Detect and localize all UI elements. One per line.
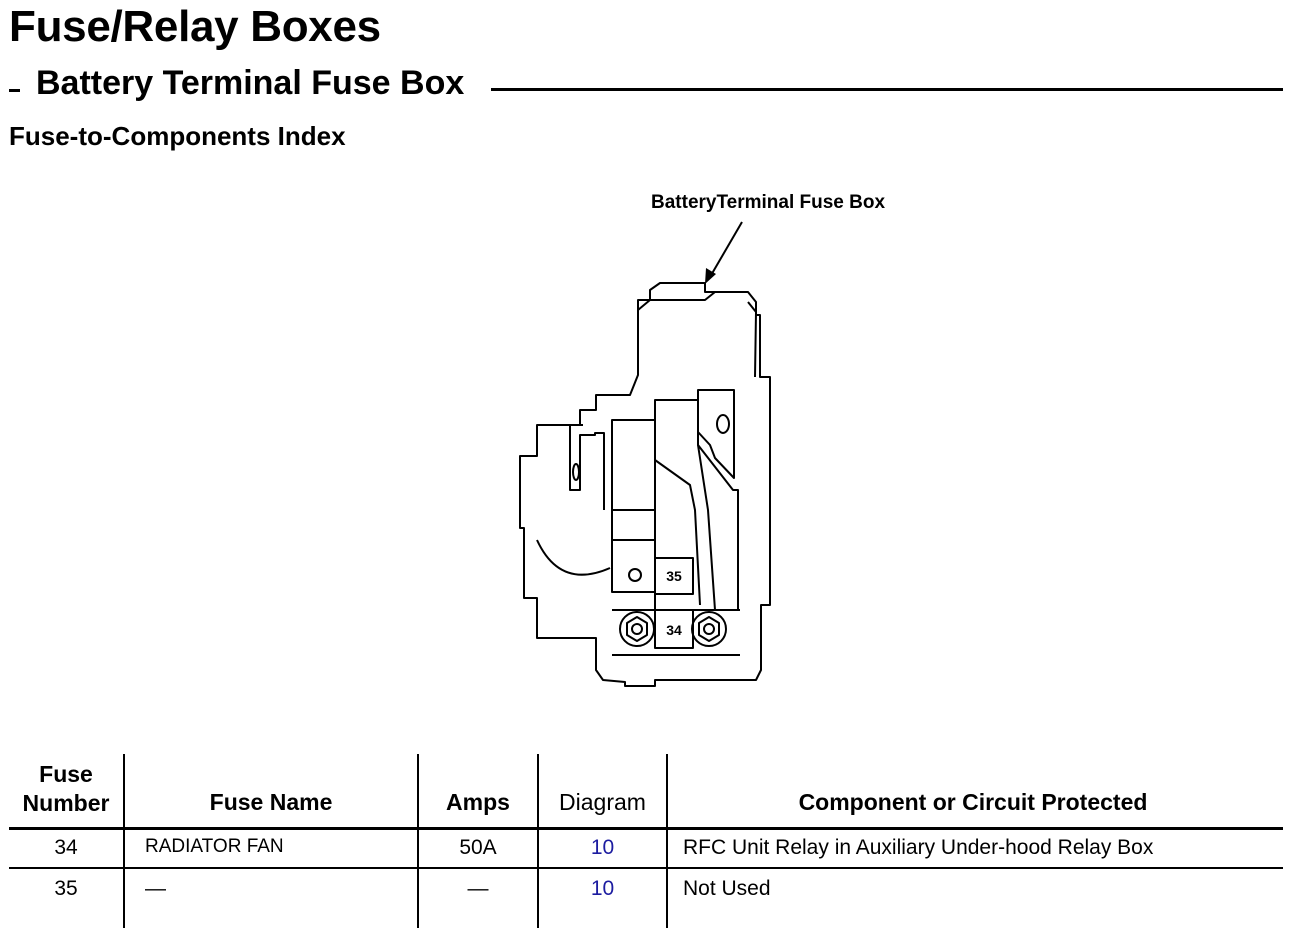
row-34-number: 34 <box>54 836 78 859</box>
column-divider <box>123 754 125 928</box>
fuse-35-label: 35 <box>666 568 682 584</box>
mount-hole <box>628 568 642 582</box>
row-rule <box>9 867 1283 869</box>
column-divider <box>666 754 668 928</box>
section-header: Battery Terminal Fuse Box <box>0 60 1294 110</box>
header-diagram: Diagram <box>559 789 646 815</box>
header-component: Component or Circuit Protected <box>798 789 1148 815</box>
column-divider <box>537 754 539 928</box>
fuse-box-outline <box>519 282 771 687</box>
terminal-tab <box>697 389 735 479</box>
bracket-hole <box>572 463 580 481</box>
row-35-name: — <box>145 877 166 900</box>
header-rule <box>9 827 1283 830</box>
row-35-diagram-link[interactable]: 10 <box>590 877 615 900</box>
header-fuse-number: Fuse Number <box>9 760 123 818</box>
arrow-icon <box>705 221 743 284</box>
row-35-number: 35 <box>54 877 78 900</box>
header-amps: Amps <box>446 789 510 815</box>
row-34-amps: 50A <box>459 836 497 859</box>
fuse-35 <box>654 557 694 595</box>
page-title: Fuse/Relay Boxes <box>9 2 381 51</box>
row-35-amps: — <box>467 877 489 900</box>
diagram-label: BatteryTerminal Fuse Box <box>651 192 885 213</box>
header-fuse-number-line1: Fuse <box>39 761 93 787</box>
bracket-left <box>569 424 605 510</box>
row-34-component: RFC Unit Relay in Auxiliary Under-hood R… <box>683 836 1154 859</box>
section-dash <box>9 89 20 92</box>
column-divider <box>417 754 419 928</box>
row-34-diagram-link[interactable]: 10 <box>590 836 615 859</box>
row-34-name: RADIATOR FAN <box>145 836 284 857</box>
section-title: Battery Terminal Fuse Box <box>36 64 465 102</box>
fuse-box-diagram: BatteryTerminal Fuse Box 35 34 <box>519 192 885 687</box>
terminal-hole <box>716 414 730 434</box>
section-rule <box>491 88 1283 91</box>
fuse-34-label: 34 <box>666 622 682 638</box>
header-fuse-name: Fuse Name <box>209 789 333 815</box>
cutout-curve <box>536 539 611 576</box>
bolt-icon <box>691 611 727 647</box>
row-35-component: Not Used <box>683 877 771 900</box>
fuse-table: Fuse Number Fuse Name Amps Diagram Compo… <box>0 750 1294 942</box>
bolt-icon <box>619 611 655 647</box>
subtitle: Fuse-to-Components Index <box>9 121 346 151</box>
inner-panel <box>611 419 656 511</box>
header-fuse-number-line2: Number <box>22 790 110 816</box>
